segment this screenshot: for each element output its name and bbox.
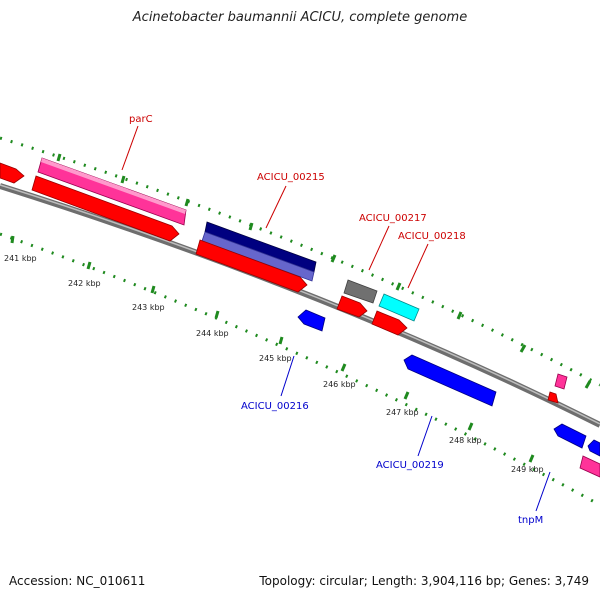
ACICU_00219-feature	[403, 354, 497, 407]
scale-labels: 241 kbp 242 kbp 243 kbp 244 kbp 245 kbp …	[4, 254, 544, 474]
gene-feature	[587, 439, 600, 457]
gene-label-ACICU_00217[interactable]: ACICU_00217	[359, 213, 427, 224]
scale-label: 248 kbp	[449, 436, 482, 445]
gene-feature	[195, 239, 308, 293]
tnpM-leader	[535, 471, 551, 512]
scale-label: 247 kbp	[386, 408, 419, 417]
ACICU_00215-leader	[265, 185, 287, 229]
gene-feature	[371, 310, 408, 336]
label-leader-lines	[121, 125, 551, 512]
scale-label: 242 kbp	[68, 279, 101, 288]
ACICU_00217-leader	[368, 225, 390, 271]
ACICU_00218-leader	[407, 243, 429, 289]
scale-label: 246 kbp	[323, 380, 356, 389]
parC-feature-highlight	[41, 158, 186, 214]
scale-label: 241 kbp	[4, 254, 37, 263]
scale-label: 245 kbp	[259, 354, 292, 363]
gene-feature	[0, 162, 25, 184]
gene-label-tnpM[interactable]: tnpM	[518, 515, 543, 526]
genome-backbone-highlight	[0, 184, 600, 425]
scale-label: 243 kbp	[132, 303, 165, 312]
gene-label-parC[interactable]: parC	[129, 114, 153, 125]
outer-dotted-track	[0, 136, 600, 387]
gene-label-ACICU_00219[interactable]: ACICU_00219	[376, 460, 444, 471]
ACICU_00217-feature	[343, 279, 378, 304]
gene-label-ACICU_00215[interactable]: ACICU_00215	[257, 172, 325, 183]
outer-track-major-ticks	[56, 153, 592, 389]
gene-label-ACICU_00216[interactable]: ACICU_00216	[241, 401, 309, 412]
gene-label-ACICU_00218[interactable]: ACICU_00218	[398, 231, 466, 242]
parC-leader	[121, 125, 139, 171]
inner-track-major-ticks	[10, 235, 535, 463]
minus-strand-features	[297, 309, 600, 478]
ACICU_00216-leader	[280, 355, 295, 397]
ACICU_00216-feature	[297, 309, 326, 332]
genome-backbone	[0, 183, 600, 428]
genome-summary-text: Topology: circular; Length: 3,904,116 bp…	[259, 574, 589, 588]
tnpM-feature	[553, 423, 587, 449]
gene-feature	[201, 231, 315, 282]
gene-feature	[554, 373, 568, 390]
scale-label: 244 kbp	[196, 329, 229, 338]
ACICU_00219-leader	[417, 415, 433, 457]
gene-labels: parC ACICU_00215 ACICU_00217 ACICU_00218…	[129, 114, 543, 526]
gene-feature	[31, 175, 180, 242]
gene-feature	[547, 391, 559, 404]
gene-feature	[336, 295, 368, 318]
map-title: Acinetobacter baumannii ACICU, complete …	[132, 10, 468, 25]
scale-label: 249 kbp	[511, 465, 544, 474]
ACICU_00218-feature	[378, 293, 420, 322]
gene-feature	[579, 455, 600, 478]
accession-text: Accession: NC_010611	[9, 574, 146, 588]
plus-strand-features	[0, 157, 568, 404]
